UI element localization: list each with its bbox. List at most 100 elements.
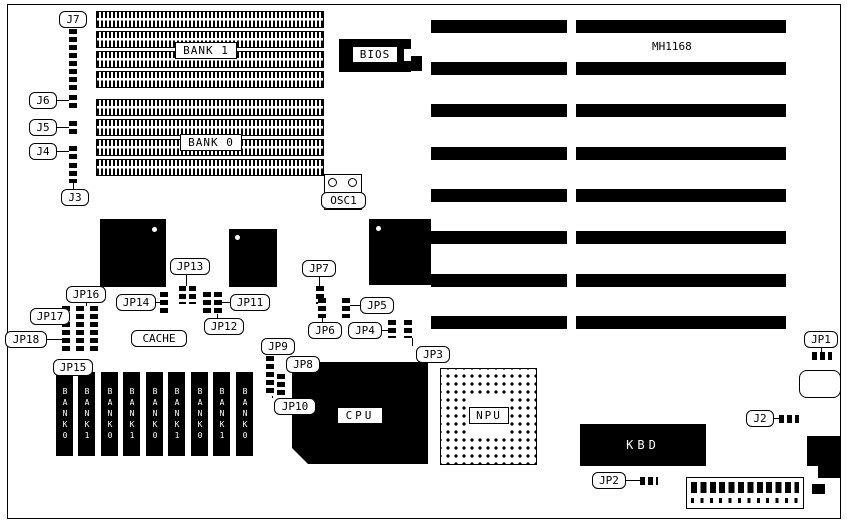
pin1-dot	[235, 235, 240, 240]
jumper-header-j6	[69, 95, 77, 108]
jumper-header-jp15	[90, 306, 98, 354]
isa-slot-segment	[431, 147, 567, 160]
pointer-line	[319, 277, 320, 286]
isa-slot-segment	[576, 231, 786, 244]
bios-chip-notch	[404, 49, 411, 61]
board-outline	[7, 4, 841, 519]
oscillator-pin	[348, 178, 357, 187]
power-connector-ticks	[691, 498, 799, 503]
cache-chip-label: BANK1	[172, 386, 182, 442]
cache-chip: BANK0	[101, 372, 118, 456]
isa-slot-segment	[431, 62, 567, 75]
cache-chip-label: BANK0	[195, 386, 205, 442]
keyboard-port	[807, 436, 841, 466]
pointer-line	[186, 275, 187, 286]
pointer-line	[382, 330, 388, 331]
pin1-dot	[376, 226, 381, 231]
callout-jp13: JP13	[170, 258, 210, 275]
callout-jp5: JP5	[360, 297, 394, 314]
simm-socket	[96, 71, 324, 88]
isa-slot-segment	[576, 147, 786, 160]
callout-j7: J7	[59, 11, 87, 28]
callout-jp15: JP15	[53, 359, 93, 376]
keyboard-port-base	[818, 466, 841, 478]
cache-chip-label: BANK1	[82, 386, 92, 442]
isa-slot-segment	[576, 189, 786, 202]
bank0-label: BANK 0	[180, 134, 242, 151]
jumper-header-jp5	[342, 298, 350, 318]
callout-jp7: JP7	[302, 260, 336, 277]
jumper-header-j7	[69, 29, 77, 91]
cpu-corner-notch	[291, 447, 309, 465]
cache-chip-label: BANK0	[60, 386, 70, 442]
pointer-line	[57, 100, 69, 101]
pointer-line	[272, 396, 273, 398]
callout-osc1: OSC1	[321, 192, 366, 209]
power-connector	[686, 477, 804, 509]
isa-slot-segment	[576, 316, 786, 329]
npu-label: NPU	[469, 407, 509, 424]
cache-chip-label: BANK0	[150, 386, 160, 442]
callout-jp3: JP3	[416, 346, 450, 363]
callout-j3: J3	[61, 189, 89, 206]
callout-jp9: JP9	[261, 338, 295, 355]
battery	[799, 370, 841, 398]
bios-label: BIOS	[352, 46, 398, 63]
callout-j2: J2	[746, 410, 774, 427]
isa-slot-segment	[431, 20, 567, 33]
pointer-line	[156, 302, 160, 303]
cache-chip-label: BANK1	[217, 386, 227, 442]
callout-jp1: JP1	[804, 331, 838, 348]
pointer-line	[821, 348, 822, 352]
callout-j4: J4	[29, 143, 57, 160]
cache-chip: BANK0	[146, 372, 163, 456]
callout-jp4: JP4	[348, 322, 382, 339]
callout-jp11: JP11	[230, 294, 270, 311]
callout-jp8: JP8	[286, 356, 320, 373]
cache-chip: BANK0	[191, 372, 208, 456]
jumper-header-j3	[69, 163, 77, 183]
power-connector-pins	[691, 482, 799, 493]
isa-slot-segment	[576, 274, 786, 287]
pointer-line	[47, 339, 62, 340]
pin1-dot	[152, 227, 157, 232]
pointer-line	[57, 151, 69, 152]
cache-chip: BANK1	[213, 372, 230, 456]
oscillator-pin	[328, 178, 337, 187]
jumper-header-jp14	[160, 292, 168, 314]
pointer-line	[626, 480, 640, 481]
jumper-header-jp7	[316, 286, 324, 304]
simm-socket	[96, 11, 324, 28]
callout-jp12: JP12	[204, 318, 244, 335]
pointer-line	[86, 303, 87, 306]
jumper-header-jp4	[388, 320, 396, 338]
jumper-header-jp3	[404, 320, 412, 338]
jumper-header-jp6	[318, 298, 326, 318]
isa-slot-segment	[576, 104, 786, 117]
kbd-controller: KBD	[580, 424, 706, 466]
callout-jp17: JP17	[30, 308, 70, 325]
callout-cache: CACHE	[131, 330, 187, 347]
cache-chip: BANK0	[56, 372, 73, 456]
isa-slot-segment	[431, 231, 567, 244]
pointer-line	[222, 302, 230, 303]
isa-slot-segment	[431, 274, 567, 287]
jumper-header-jp13	[179, 286, 186, 304]
simm-socket	[96, 159, 324, 176]
callout-j6: J6	[29, 92, 57, 109]
callout-jp6: JP6	[308, 322, 342, 339]
isa-slot-segment	[431, 316, 567, 329]
cache-chip: BANK0	[236, 372, 253, 456]
cache-chip-label: BANK1	[127, 386, 137, 442]
jumper-header-jp2	[640, 477, 658, 485]
cache-chip: BANK1	[78, 372, 95, 456]
callout-jp14: JP14	[116, 294, 156, 311]
jumper-header-jp16	[76, 306, 84, 354]
jumper-header-jp12	[214, 292, 222, 314]
callout-jp10: JP10	[274, 398, 316, 415]
isa-slot-segment	[431, 104, 567, 117]
callout-jp18: JP18	[5, 331, 47, 348]
pointer-line	[57, 127, 69, 128]
isa-slot-segment	[431, 189, 567, 202]
